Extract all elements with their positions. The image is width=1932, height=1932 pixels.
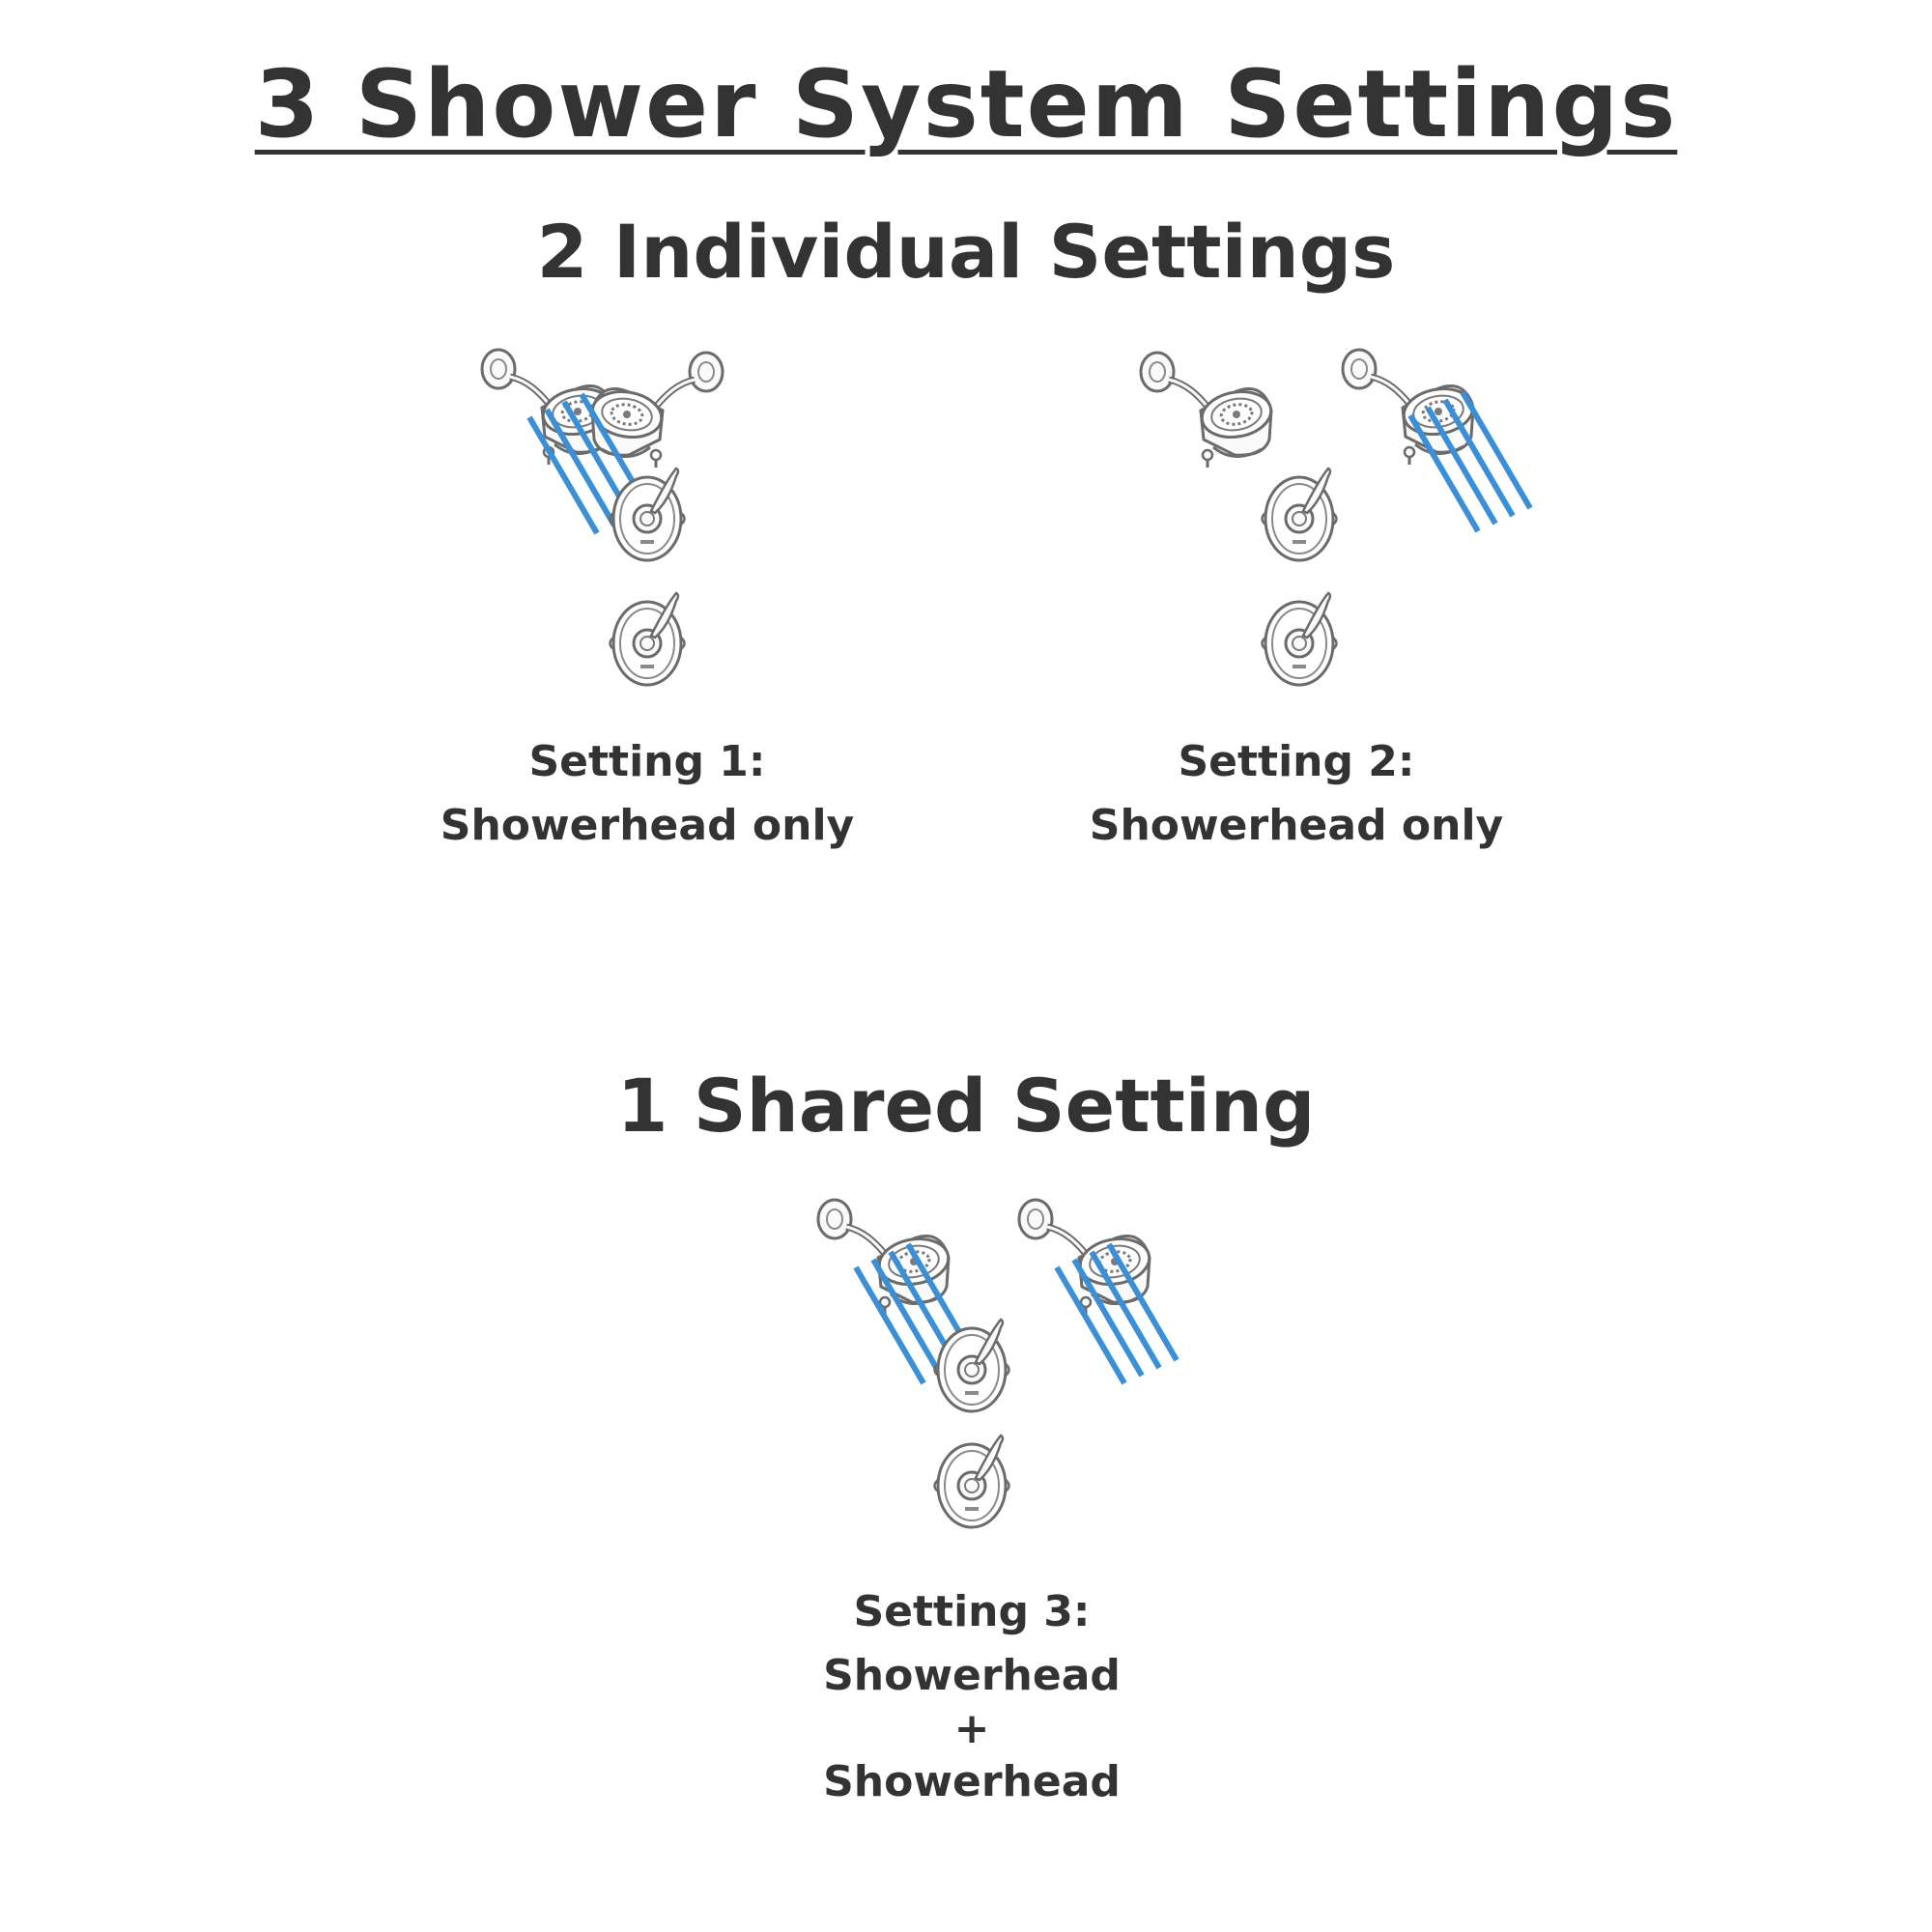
valve-trim-icon [933,1318,1010,1413]
setting-3-line-2: Showerhead [823,1757,1121,1806]
setting-1-diagram [482,350,723,687]
valve-trim-icon [1261,591,1338,687]
page-title: 3 Shower System Settings [0,50,1932,158]
showerhead-icon [1141,353,1274,468]
showerhead-icon [818,1200,952,1315]
setting-1-label: Setting 1: [528,737,766,786]
setting-3-line-1: Showerhead [823,1651,1121,1700]
setting-1-caption: Setting 1: Showerhead only [406,730,889,858]
showerhead-icon [1343,350,1476,465]
setting-3-diagram [818,1200,1177,1529]
valve-trim-icon [1261,467,1338,562]
setting-3-caption: Setting 3: Showerhead + Showerhead [730,1580,1213,1814]
valve-trim-icon [609,591,686,687]
shared-setting-heading: 1 Shared Setting [616,1063,1316,1149]
showerhead-icon [589,353,723,468]
setting-2-description: Showerhead only [1089,801,1504,850]
setting-2-diagram [1141,350,1530,687]
valve-trim-icon [609,467,686,562]
setting-1-description: Showerhead only [440,801,855,850]
showerhead-icon [1019,1200,1152,1315]
individual-settings-heading: 2 Individual Settings [536,209,1396,295]
setting-2-caption: Setting 2: Showerhead only [1055,730,1538,858]
valve-trim-icon [933,1434,1010,1529]
setting-3-plus: + [953,1704,990,1753]
setting-2-label: Setting 2: [1178,737,1415,786]
setting-3-label: Setting 3: [853,1587,1091,1636]
page-title-text: 3 Shower System Settings [254,50,1678,158]
